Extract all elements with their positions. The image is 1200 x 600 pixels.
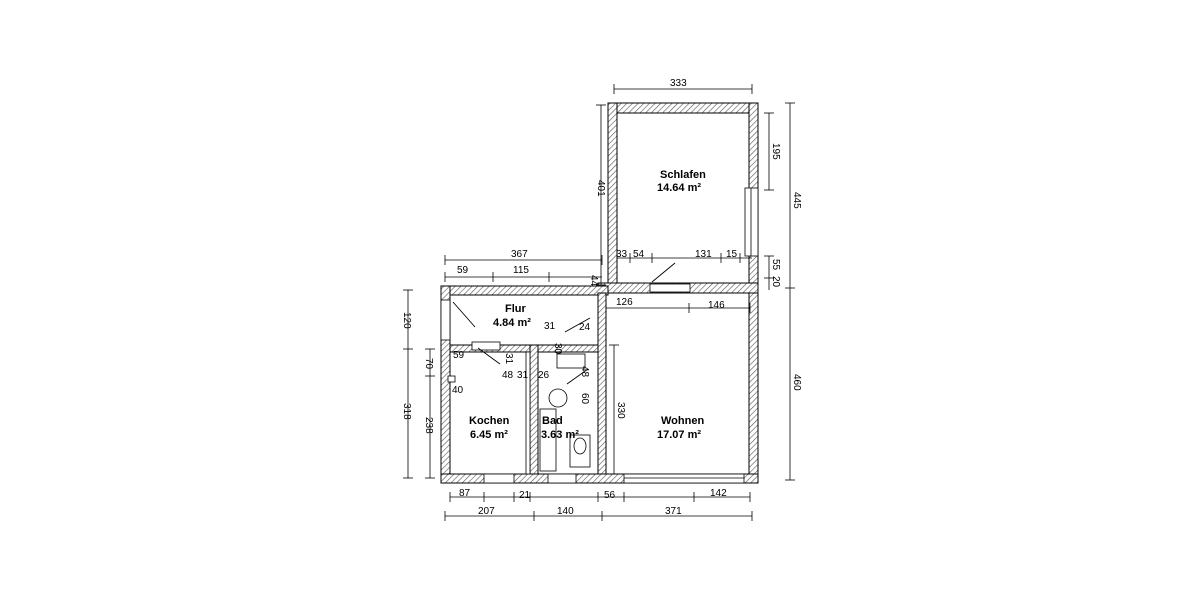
- window-bad-top: [556, 353, 586, 369]
- dim-left-318: 318: [401, 403, 412, 420]
- room-name-schlafen: Schlafen: [660, 169, 706, 181]
- dim-k-31b: 31: [503, 353, 514, 365]
- dim-flur-115: 115: [513, 265, 529, 276]
- kitchen-counter: [525, 351, 531, 475]
- dim-w-126: 126: [616, 297, 633, 308]
- window-flur: [440, 299, 451, 341]
- room-labels: Schlafen 14.64 m² Flur 4.84 m² Kochen 6.…: [469, 169, 706, 441]
- dim-b-48: 48: [579, 366, 590, 378]
- wall-schlafen-top: [607, 102, 759, 114]
- room-name-flur: Flur: [505, 303, 526, 315]
- window-flur-kochen: [471, 341, 501, 351]
- dimension-lines: [403, 84, 795, 521]
- dim-b-30: 30: [552, 343, 563, 355]
- dim-s-33: 33: [616, 249, 628, 260]
- dim-bottom-142: 142: [710, 488, 727, 499]
- door-bad: [566, 368, 589, 385]
- room-area-wohnen: 17.07 m²: [657, 429, 701, 441]
- windows: [440, 187, 759, 484]
- room-area-schlafen: 14.64 m²: [657, 182, 701, 194]
- room-name-wohnen: Wohnen: [661, 415, 704, 427]
- dim-left-238: 238: [423, 417, 434, 434]
- dim-bottom-21: 21: [519, 490, 531, 501]
- window-schlafen-door: [649, 283, 691, 293]
- dim-k-40: 40: [452, 385, 464, 396]
- dim-b-26: 26: [538, 370, 550, 381]
- dim-k-31: 31: [517, 370, 529, 381]
- door-schlafen: [651, 262, 676, 283]
- dim-bottom-56: 56: [604, 490, 616, 501]
- dim-wohnen-330: 330: [615, 402, 626, 419]
- dim-bottom-207: 207: [478, 506, 495, 517]
- door-wohnen: [564, 317, 591, 333]
- dim-right-total: 445: [791, 192, 802, 209]
- toilet: [573, 437, 587, 455]
- dim-k-59: 59: [453, 350, 465, 361]
- wall-flur-top: [440, 285, 609, 296]
- wall-flur-bad: [537, 344, 599, 353]
- window-kochen: [483, 473, 515, 484]
- doors: [452, 262, 676, 385]
- sink: [548, 388, 568, 408]
- room-area-bad: 3.63 m²: [541, 429, 579, 441]
- dim-left-120: 120: [401, 312, 412, 329]
- room-area-flur: 4.84 m²: [493, 317, 531, 329]
- dim-flur-width: 367: [511, 249, 528, 260]
- dim-right-upper: 195: [770, 143, 781, 160]
- dim-bottom-87: 87: [459, 488, 471, 499]
- wall-kochen-bad: [529, 344, 539, 475]
- dim-flur-59: 59: [457, 265, 469, 276]
- door-kochen: [477, 347, 501, 365]
- dim-right-20: 20: [770, 276, 781, 288]
- dim-top-schlafen: 333: [670, 78, 687, 89]
- dim-b-60: 60: [579, 393, 590, 405]
- dim-flur-44: 44: [588, 275, 599, 287]
- window-bad: [547, 473, 577, 484]
- dim-right-55: 55: [770, 259, 781, 271]
- fixtures: [447, 351, 591, 475]
- dim-w-146: 146: [708, 300, 725, 311]
- dim-left-schlafen: 401: [595, 180, 606, 197]
- room-name-bad: Bad: [542, 415, 563, 427]
- bathtub: [539, 408, 557, 472]
- dim-right-lower-total: 460: [791, 374, 802, 391]
- dimension-labels: 333 401 195 445 460 55 20 367 59 115 44 …: [401, 78, 802, 517]
- wall-bad-wohnen: [597, 292, 607, 475]
- dim-bottom-140: 140: [557, 506, 574, 517]
- dim-f-31: 31: [544, 321, 556, 332]
- wall-schlafen-left: [607, 102, 618, 289]
- dim-bottom-371: 371: [665, 506, 682, 517]
- dim-s-15: 15: [726, 249, 738, 260]
- window-wohnen: [623, 473, 745, 484]
- dim-left-70: 70: [423, 358, 434, 370]
- window-schlafen: [744, 187, 759, 257]
- dim-s-131: 131: [695, 249, 712, 260]
- room-name-kochen: Kochen: [469, 415, 510, 427]
- dim-k-48: 48: [502, 370, 514, 381]
- door-flur: [452, 301, 476, 328]
- dim-f-24: 24: [579, 322, 591, 333]
- room-area-kochen: 6.45 m²: [470, 429, 508, 441]
- kitchen-fixture: [447, 375, 456, 383]
- dim-s-54: 54: [633, 249, 645, 260]
